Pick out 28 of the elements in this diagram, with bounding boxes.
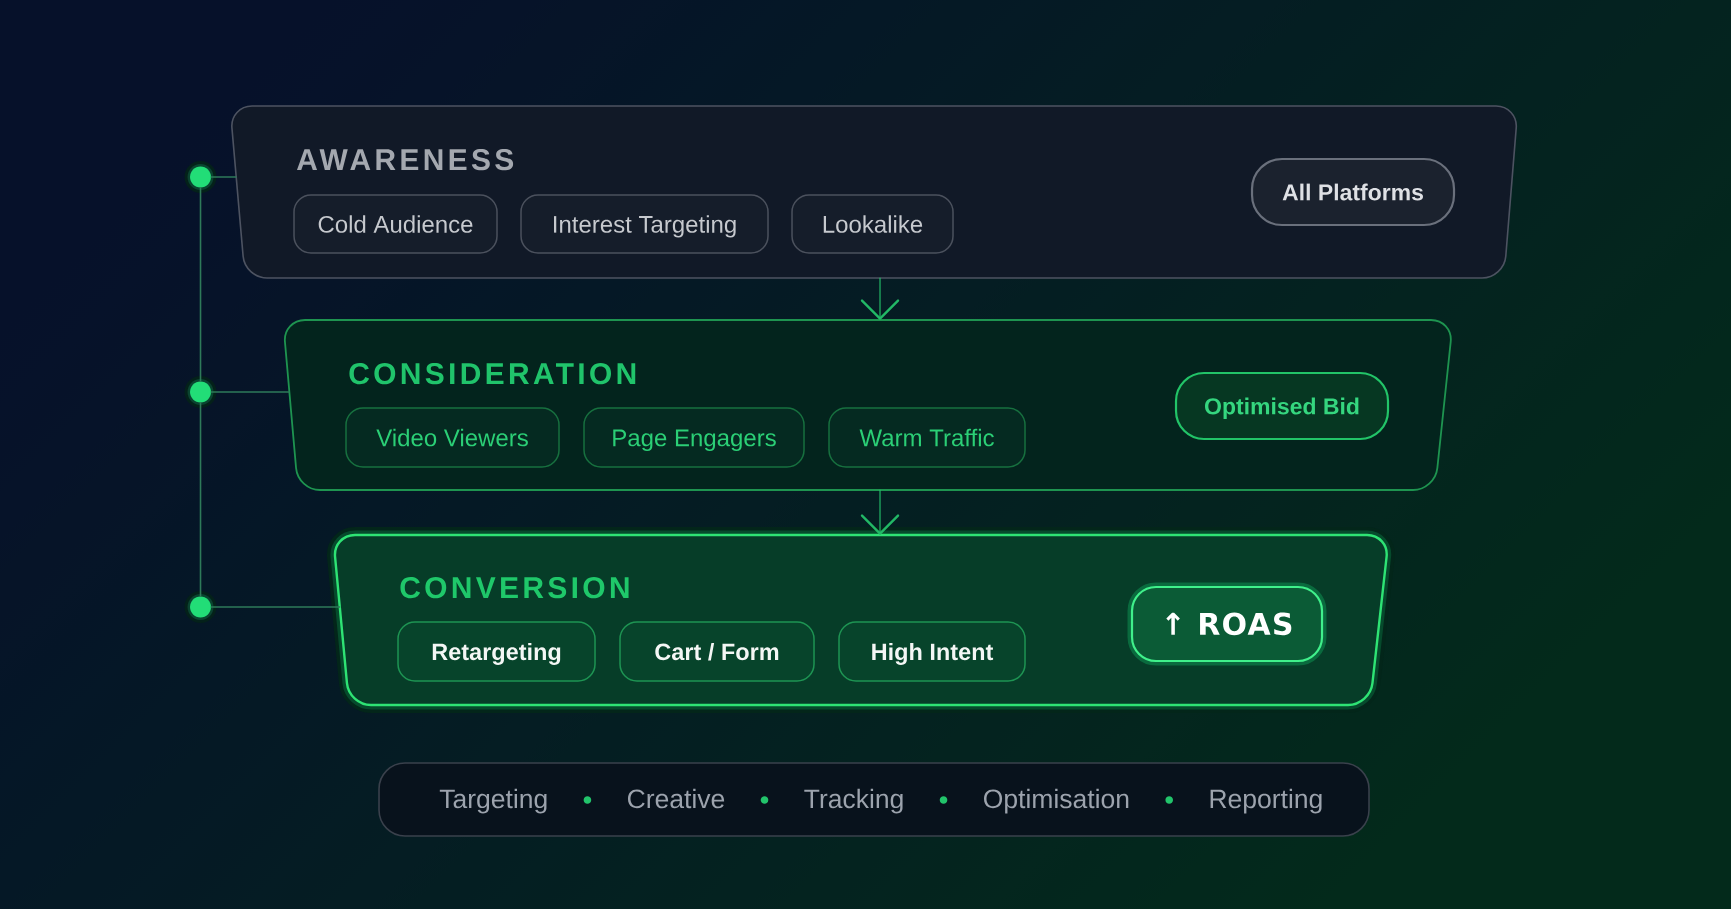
category-label: Creative xyxy=(628,788,725,809)
tag-chip: High Intent xyxy=(838,621,1026,682)
stage-heading: CONVERSION xyxy=(400,577,629,599)
category-label: Tracking xyxy=(804,788,903,814)
highlight-badge: ↑ ROAS xyxy=(1127,582,1327,666)
category-label: Optimisation xyxy=(984,788,1129,814)
stage-heading: AWARENESS xyxy=(296,149,514,171)
category-label: Reporting xyxy=(1210,788,1322,814)
tag-chip: Lookalike xyxy=(791,194,954,254)
connector-line xyxy=(199,186,202,383)
tag-chip: Interest Targeting xyxy=(520,194,769,254)
tag-chip: Page Engagers xyxy=(583,407,805,468)
connector-line xyxy=(199,401,202,598)
timeline-dot xyxy=(184,591,217,623)
tag-chip: Cold Audience xyxy=(293,194,498,254)
connector-line xyxy=(210,176,237,178)
highlight-badge: All Platforms xyxy=(1250,157,1456,227)
tag-chip: Video Viewers xyxy=(345,407,560,468)
stage-heading: CONSIDERATION xyxy=(349,363,636,385)
tag-chip: Cart / Form xyxy=(619,621,815,682)
timeline-dot xyxy=(184,161,217,193)
timeline-dot xyxy=(184,376,217,408)
category-label: Targeting xyxy=(439,788,547,814)
highlight-badge: Optimised Bid xyxy=(1174,371,1390,441)
connector-line xyxy=(210,606,341,608)
tag-chip: Retargeting xyxy=(397,621,596,682)
tag-chip: Warm Traffic xyxy=(828,407,1026,468)
connector-line xyxy=(210,391,290,393)
